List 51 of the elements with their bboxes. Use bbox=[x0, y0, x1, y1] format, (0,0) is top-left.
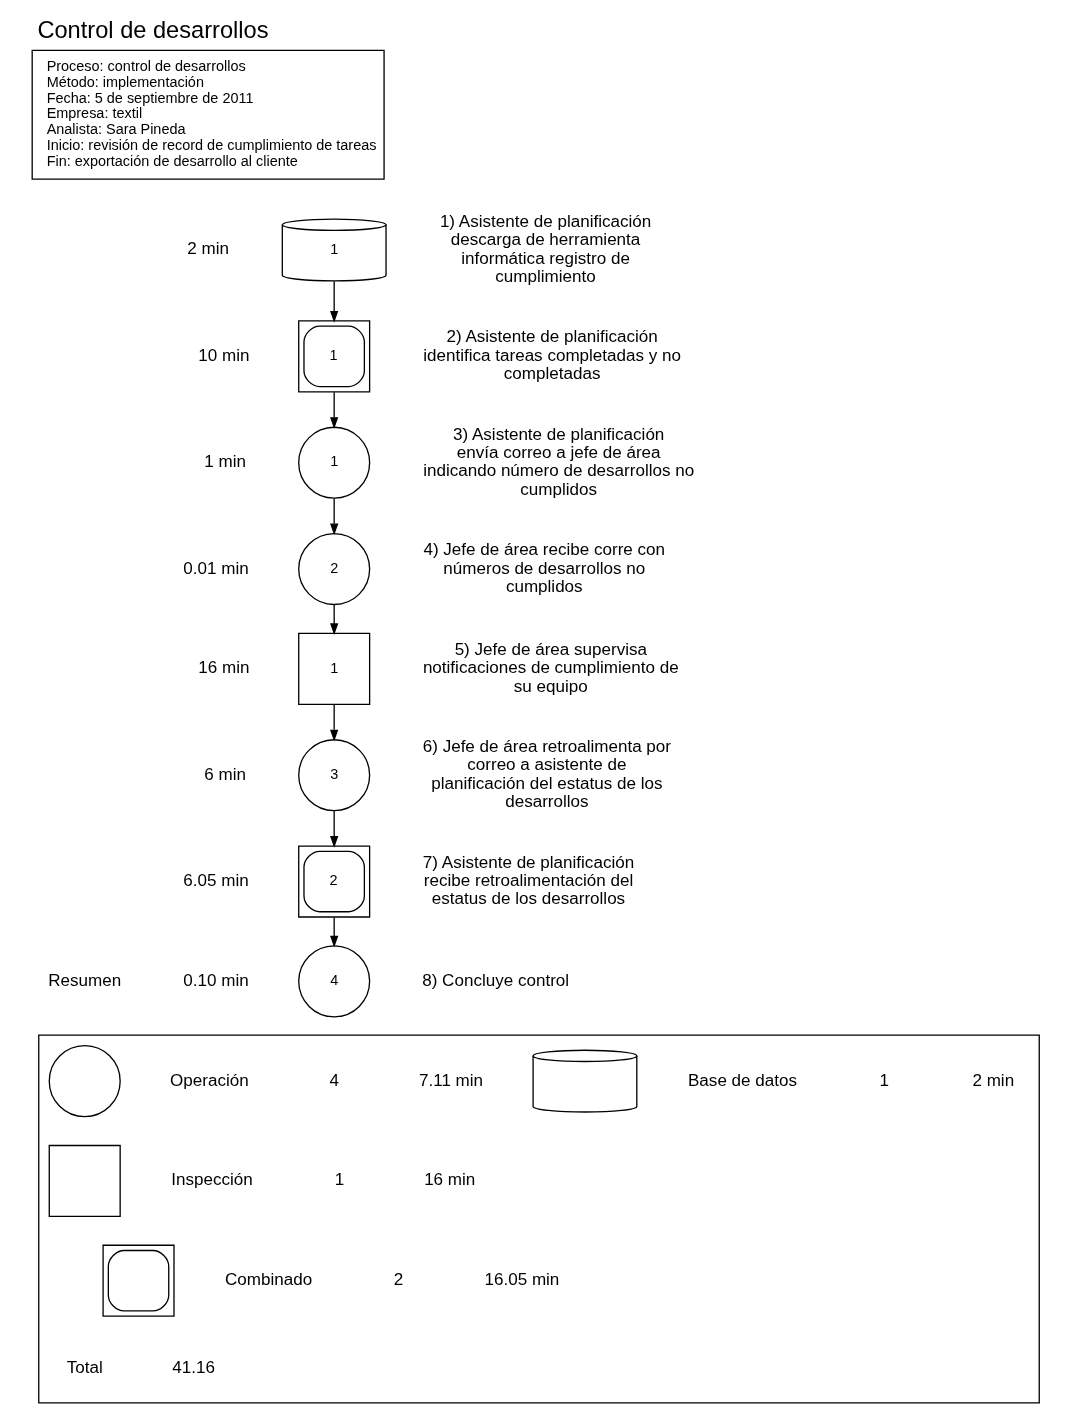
node-label: 3) Asistente de planificación envía correo a jefe de área indicando número de desarrollos no cumplidos bbox=[423, 424, 695, 499]
node-circle bbox=[48, 1045, 121, 1118]
arrow bbox=[330, 604, 339, 636]
label: Total bbox=[66, 1358, 103, 1378]
node-label: 16 min bbox=[198, 658, 250, 678]
label: 41.16 bbox=[172, 1358, 216, 1378]
arrow bbox=[330, 704, 339, 742]
node-label: 6) Jefe de área retroalimenta por correo a asistente de planificación del estatus de los desarrollos bbox=[422, 737, 672, 812]
node-label: 5) Jefe de área supervisa notificaciones de cumplimiento de su equipo bbox=[422, 639, 679, 696]
arrow bbox=[330, 391, 339, 429]
node-box bbox=[48, 1144, 121, 1218]
node-box: 1 bbox=[298, 320, 371, 393]
node-label: 2 min bbox=[187, 239, 229, 259]
label: Resumen bbox=[48, 970, 122, 990]
label: 16 min bbox=[424, 1170, 476, 1190]
legend-label: Operación bbox=[170, 1070, 249, 1090]
node-label: 6 min bbox=[204, 764, 247, 784]
node-circle: 4 bbox=[298, 945, 371, 1018]
arrow bbox=[330, 497, 339, 536]
node-box bbox=[102, 1244, 175, 1317]
node-box: 1 bbox=[298, 632, 371, 705]
node-circle: 2 bbox=[298, 532, 371, 606]
node-circle: 3 bbox=[298, 739, 371, 812]
label: 1 bbox=[334, 1170, 345, 1190]
legend-label: Inspección bbox=[171, 1170, 253, 1190]
node-label: 0.10 min bbox=[183, 970, 249, 990]
legend-label: Combinado bbox=[224, 1270, 313, 1290]
arrow bbox=[330, 810, 339, 848]
label: 16.05 min bbox=[484, 1270, 560, 1290]
label: 2 min bbox=[972, 1070, 1015, 1090]
node-label: 8) Concluye control bbox=[422, 970, 570, 990]
arrow bbox=[330, 916, 339, 948]
node-label: 0.01 min bbox=[183, 558, 249, 578]
node-label: 1) Asistente de planificación descarga de herramienta informática registro de cumplimiento bbox=[439, 211, 652, 287]
node-label: 1 min bbox=[204, 452, 247, 472]
cluster bbox=[38, 1034, 1040, 1404]
node-label: 7) Asistente de planificación recibe retroalimentación del estatus de los desarrollos bbox=[422, 852, 635, 909]
node-label: 10 min bbox=[198, 345, 250, 365]
node-label: 2) Asistente de planificación identifica tareas completadas y no completadas bbox=[423, 327, 681, 384]
node-box: 2 bbox=[298, 845, 371, 918]
label: 2 bbox=[393, 1270, 404, 1290]
legend-label: Base de datos bbox=[688, 1070, 798, 1090]
node-box: Proceso: control de desarrollos Método: implementación Fecha: 5 de septiembre de 2011 Empresa: textil Analista: Sara Pineda Inicio: revisión de record de cumplimiento de tareas Fin: exportación de desarrollo al cliente bbox=[31, 49, 385, 180]
arrow bbox=[330, 280, 339, 323]
diagram-title: Control de desarrollos bbox=[37, 16, 269, 43]
node-label: 6.05 min bbox=[183, 871, 249, 891]
label: 1 bbox=[879, 1070, 890, 1090]
node-label: 4) Jefe de área recibe corre con números de desarrollos no cumplidos bbox=[423, 540, 666, 596]
label: 7.11 min bbox=[418, 1070, 484, 1090]
label: 4 bbox=[329, 1070, 339, 1090]
node-circle: 1 bbox=[298, 426, 371, 499]
